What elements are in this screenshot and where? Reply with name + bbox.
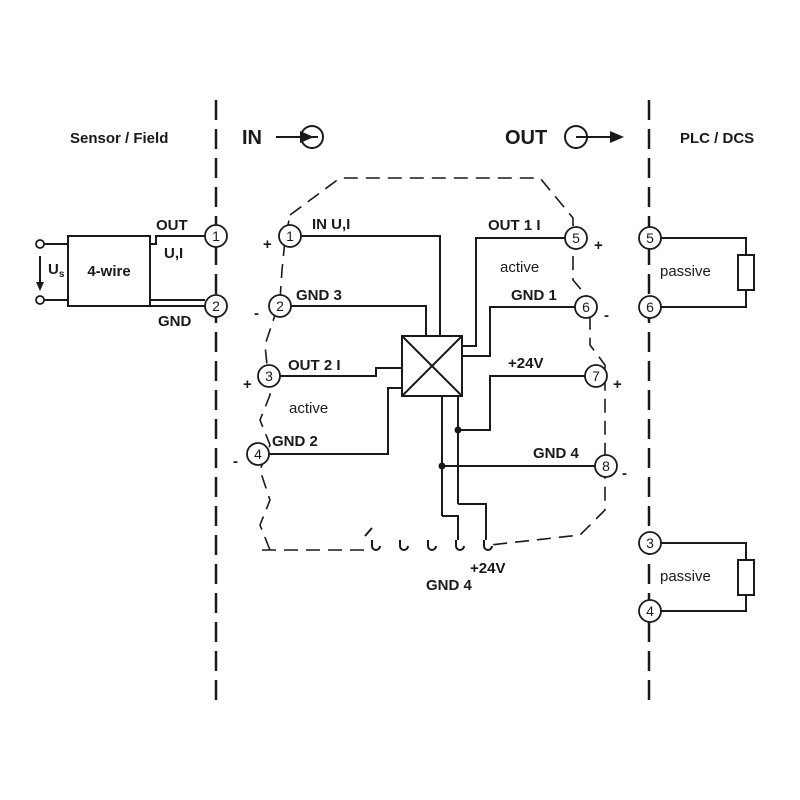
in-arrow-icon	[276, 125, 324, 149]
supply-terminal-top-icon	[35, 239, 45, 249]
polarity-plus-7: +	[613, 376, 622, 393]
svg-text:3: 3	[265, 368, 273, 384]
plc-terminal-5: 5	[638, 226, 662, 250]
plc-passive-top: passive	[660, 263, 711, 280]
section-in: IN	[242, 127, 262, 149]
plc-resistor-top-icon	[737, 254, 755, 291]
out-arrow-icon	[564, 125, 624, 149]
plc-terminal-4: 4	[638, 599, 662, 623]
label-active-left: active	[289, 400, 328, 417]
svg-text:5: 5	[572, 230, 580, 246]
label-in-ui: IN U,I	[312, 216, 350, 233]
module-terminal-7: 7	[584, 364, 608, 388]
label-gnd3: GND 3	[296, 287, 342, 304]
module-terminal-3: 3	[257, 364, 281, 388]
sensor-4wire-block	[67, 235, 151, 307]
plc-terminal-6: 6	[638, 295, 662, 319]
bus-connector-icon	[364, 527, 493, 551]
module-terminal-5: 5	[564, 226, 588, 250]
svg-text:7: 7	[592, 368, 600, 384]
svg-text:1: 1	[286, 228, 294, 244]
polarity-minus-6: -	[604, 307, 609, 324]
svg-text:5: 5	[646, 230, 654, 246]
label-active-right: active	[500, 259, 539, 276]
sensor-out-sub-label: U,I	[164, 245, 183, 262]
field-terminal-1: 1	[204, 224, 228, 248]
label-gnd4: GND 4	[533, 445, 580, 462]
module-terminal-6: 6	[574, 295, 598, 319]
supply-terminal-bottom-icon	[35, 295, 45, 305]
wire-out2i	[280, 367, 402, 377]
junction-dot-24v	[454, 426, 462, 434]
wire-gnd2	[269, 387, 402, 455]
svg-text:4: 4	[254, 446, 262, 462]
field-terminal-2: 2	[204, 294, 228, 318]
polarity-minus-2: -	[254, 305, 259, 322]
sensor-block-label: 4-wire	[87, 263, 130, 280]
polarity-plus-1: +	[263, 236, 272, 253]
wire-gnd1	[462, 306, 575, 357]
module-terminal-8: 8	[594, 454, 618, 478]
wire-gnd3	[291, 305, 427, 336]
section-sensor-field: Sensor / Field	[70, 130, 168, 147]
svg-text:3: 3	[646, 535, 654, 551]
plc-terminal-3: 3	[638, 531, 662, 555]
section-plc-dcs: PLC / DCS	[680, 130, 754, 147]
bottom-gnd4-label: GND 4	[426, 577, 473, 594]
polarity-plus-5: +	[594, 237, 603, 254]
label-out1i: OUT 1 I	[488, 217, 541, 234]
polarity-minus-4: -	[233, 453, 238, 470]
section-out: OUT	[505, 127, 547, 149]
svg-text:6: 6	[646, 299, 654, 315]
label-gnd2: GND 2	[272, 433, 318, 450]
junction-dot-gnd4	[438, 462, 446, 470]
svg-text:1: 1	[212, 228, 220, 244]
module-terminal-1: 1	[278, 224, 302, 248]
polarity-minus-8: -	[622, 465, 627, 482]
svg-text:4: 4	[646, 603, 654, 619]
wire-out1i	[462, 237, 565, 347]
plc-resistor-bottom-icon	[737, 559, 755, 596]
svg-text:8: 8	[602, 458, 610, 474]
svg-text:2: 2	[276, 298, 284, 314]
polarity-plus-3: +	[243, 376, 252, 393]
label-gnd1: GND 1	[511, 287, 557, 304]
svg-text:6: 6	[582, 299, 590, 315]
bottom-plus24-label: +24V	[470, 560, 505, 577]
module-terminal-2: 2	[268, 294, 292, 318]
module-terminal-4: 4	[246, 442, 270, 466]
wire-24v	[458, 375, 585, 431]
label-out2i: OUT 2 I	[288, 357, 341, 374]
supply-label: Us	[48, 261, 65, 280]
plc-passive-bottom: passive	[660, 568, 711, 585]
label-plus24v: +24V	[508, 355, 543, 372]
svg-text:2: 2	[212, 298, 220, 314]
supply-arrow-icon	[36, 256, 44, 291]
sensor-out-label: OUT	[156, 217, 188, 234]
isolator-block	[401, 335, 463, 397]
sensor-gnd-label: GND	[158, 313, 192, 330]
module-outline	[259, 177, 606, 551]
wire-in-ui	[301, 235, 441, 336]
